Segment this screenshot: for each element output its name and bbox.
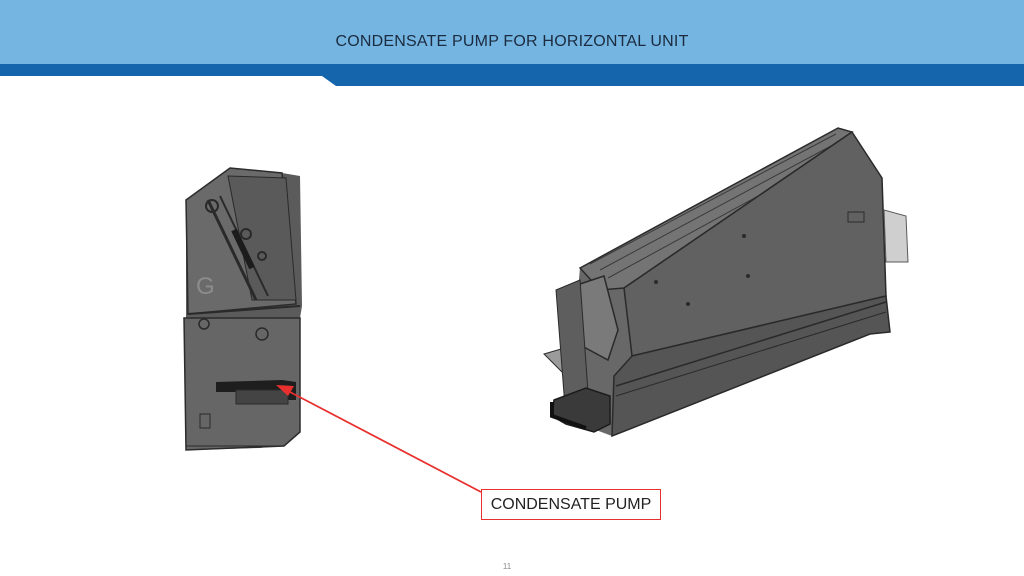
side-view-image: G bbox=[183, 167, 302, 451]
page-number: 11 bbox=[502, 562, 512, 571]
isometric-unit-image bbox=[543, 127, 909, 438]
condensate-pump-label: CONDENSATE PUMP bbox=[481, 489, 661, 520]
header-accent-bar bbox=[0, 64, 1024, 86]
svg-text:G: G bbox=[196, 273, 215, 300]
callout-arrow bbox=[276, 385, 482, 493]
slide-title: CONDENSATE PUMP FOR HORIZONTAL UNIT bbox=[335, 33, 689, 50]
callout-label-text: CONDENSATE PUMP bbox=[490, 495, 652, 513]
header-banner: CONDENSATE PUMP FOR HORIZONTAL UNIT bbox=[0, 0, 1024, 64]
